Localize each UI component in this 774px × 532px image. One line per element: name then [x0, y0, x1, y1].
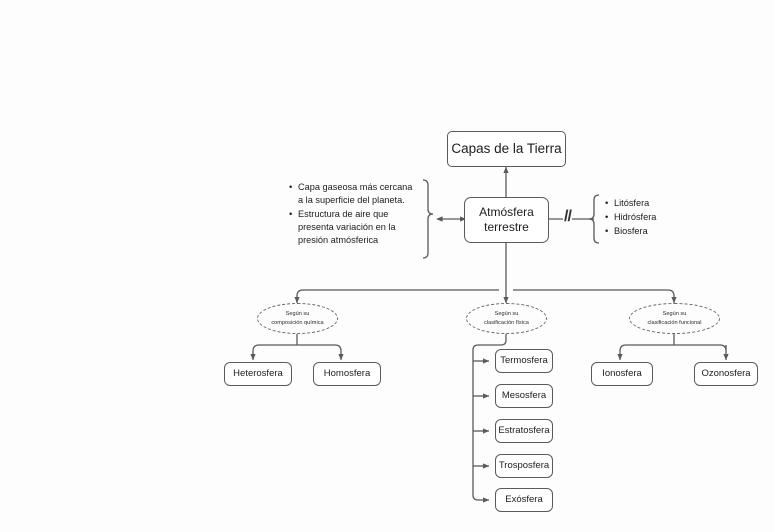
- list-item: Biosfera: [605, 225, 695, 239]
- list-item: Estructura de aire que presenta variació…: [289, 208, 417, 247]
- node-estratosfera[interactable]: Estratosfera: [495, 419, 553, 443]
- connector-break-symbol: //: [563, 209, 572, 225]
- criterion-label: Según su composición química: [271, 311, 324, 326]
- node-label: Ozonosfera: [701, 368, 751, 380]
- node-mesosfera[interactable]: Mesosfera: [495, 384, 553, 408]
- list-item: Litósfera: [605, 196, 695, 210]
- node-label: Atmósfera terrestre: [479, 205, 534, 234]
- node-label: Homosfera: [323, 368, 371, 380]
- node-heterosfera[interactable]: Heterosfera: [224, 362, 292, 386]
- node-label: Mesosfera: [501, 390, 547, 402]
- node-exosfera[interactable]: Exósfera: [495, 488, 553, 512]
- criterion-label: Según su clasificación física: [484, 311, 529, 326]
- criterion-composicion-quimica[interactable]: Según su composición química: [257, 303, 338, 334]
- node-atmosfera-terrestre[interactable]: Atmósfera terrestre: [464, 197, 549, 243]
- break-glyph: //: [564, 208, 572, 225]
- node-label: Exósfera: [505, 494, 543, 506]
- node-termosfera[interactable]: Termosfera: [495, 349, 553, 373]
- definition-bullet-list: Capa gaseosa más cercana a la superficie…: [289, 180, 417, 248]
- node-label: Ionosfera: [602, 368, 642, 380]
- node-label: Heterosfera: [233, 368, 283, 380]
- node-capas-de-la-tierra[interactable]: Capas de la Tierra: [447, 131, 566, 167]
- node-ozonosfera[interactable]: Ozonosfera: [694, 362, 758, 386]
- list-item: Hidrósfera: [605, 211, 695, 225]
- node-homosfera[interactable]: Homosfera: [313, 362, 381, 386]
- criterion-label: Según su clasificación funcional: [647, 311, 702, 326]
- node-trosposfera[interactable]: Trosposfera: [495, 454, 553, 478]
- node-label: Capas de la Tierra: [451, 140, 562, 156]
- node-label: Estratosfera: [498, 425, 550, 437]
- list-item: Capa gaseosa más cercana a la superficie…: [289, 180, 417, 207]
- node-ionosfera[interactable]: Ionosfera: [591, 362, 653, 386]
- criterion-clasificacion-fisica[interactable]: Según su clasificación física: [466, 303, 547, 334]
- node-label: Termosfera: [500, 355, 548, 367]
- criterion-clasificacion-funcional[interactable]: Según su clasificación funcional: [629, 303, 720, 334]
- node-label: Trosposfera: [498, 460, 550, 472]
- related-layers-bullet-list: Litósfera Hidrósfera Biosfera: [605, 196, 695, 239]
